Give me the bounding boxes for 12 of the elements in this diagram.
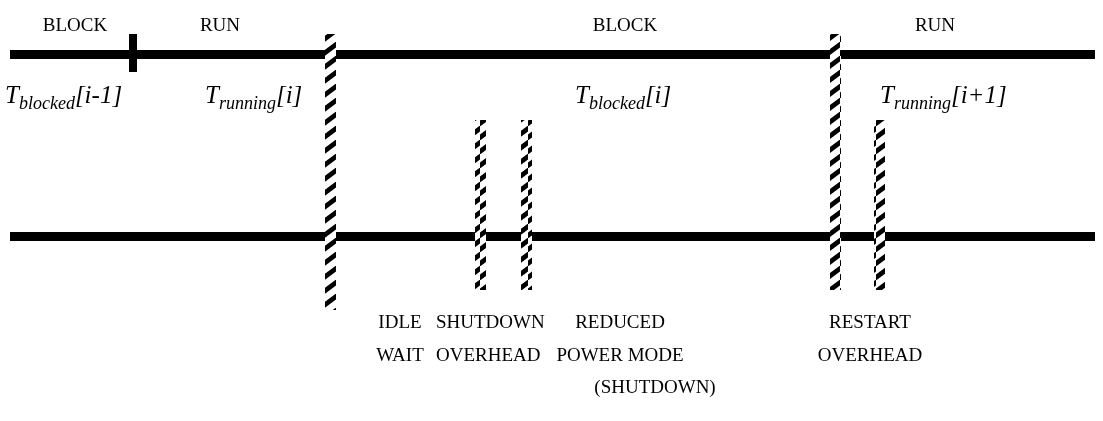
duration-label: T$_{running}$[i]: [205, 80, 303, 115]
duration-label: T$_{blocked}$[i-1]: [5, 80, 123, 115]
phase-label: IDLE WAIT: [375, 310, 425, 367]
state-label: RUN: [198, 13, 242, 37]
phase-label: REDUCED POWER MODE: [555, 310, 685, 367]
state-label: BLOCK: [591, 13, 659, 37]
phase-label: (SHUTDOWN): [593, 375, 717, 399]
state-label: RUN: [913, 13, 957, 37]
duration-label: T$_{blocked}$[i]: [575, 80, 672, 115]
duration-label: T$_{running}$[i+1]: [880, 80, 1007, 115]
state-label: BLOCK: [41, 13, 109, 37]
phase-label: RESTART OVERHEAD: [816, 310, 924, 367]
